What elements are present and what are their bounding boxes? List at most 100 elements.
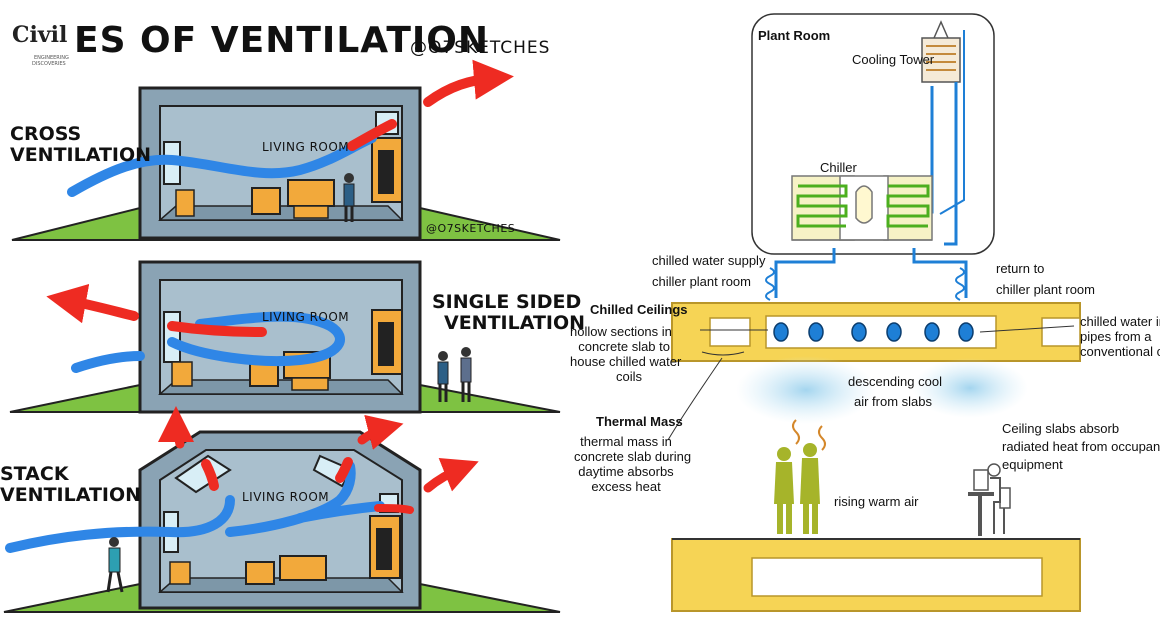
hollow-sections-label: hollow sections in concrete slab to hous… bbox=[570, 324, 682, 384]
logo-subtext-1: ENGINEERING bbox=[34, 55, 69, 61]
cross-label-line-2: VENTILATION bbox=[10, 144, 152, 166]
table-1 bbox=[293, 205, 329, 219]
chiller-coil-left bbox=[796, 184, 848, 228]
exhaust-arrow-3c bbox=[423, 457, 479, 493]
thermal-line-1: thermal mass in bbox=[580, 434, 672, 449]
ceiling-line-1: Ceiling slabs absorb bbox=[1002, 421, 1120, 436]
room-label-3: LIVING ROOM bbox=[242, 490, 330, 504]
warm-air-flow-2 bbox=[167, 321, 267, 337]
skylight-left-3 bbox=[174, 454, 232, 494]
return-pipe bbox=[912, 248, 968, 298]
room-label-1: LIVING ROOM bbox=[262, 140, 350, 154]
pipe-3 bbox=[851, 322, 867, 342]
chilled-ceilings-heading: Chilled Ceilings bbox=[590, 302, 688, 317]
panel-watermark: @O7SKETCHES bbox=[426, 222, 516, 235]
tower-loop-right bbox=[939, 30, 965, 215]
cooling-tower-label: Cooling Tower bbox=[852, 52, 935, 67]
desk-worker bbox=[968, 463, 1011, 536]
exhaust-arrow-3a bbox=[158, 406, 195, 449]
ceiling-slabs-label: Ceiling slabs absorb radiated heat from … bbox=[1002, 420, 1160, 474]
house-inner-2 bbox=[159, 279, 403, 395]
stack-ventilation-label: STACK VENTILATION bbox=[0, 464, 141, 506]
title-text: ES OF VENTILATION bbox=[74, 20, 490, 61]
chiller-label: Chiller bbox=[820, 160, 857, 175]
single-sided-panel bbox=[9, 260, 561, 414]
people-2 bbox=[437, 347, 472, 402]
descending-line-1: descending cool bbox=[848, 374, 942, 389]
sofa-1 bbox=[287, 179, 335, 207]
page-title: TES OF VENTILATION bbox=[74, 20, 489, 61]
upper-slab-hollow-right bbox=[1041, 317, 1081, 347]
cool-air-flow-2 bbox=[71, 311, 345, 373]
sofa-3 bbox=[279, 555, 327, 581]
occupant-2 bbox=[800, 443, 820, 534]
heat-wave-1 bbox=[792, 419, 800, 445]
cool-air-flow-1 bbox=[67, 133, 377, 197]
pipe-6 bbox=[958, 322, 974, 342]
supply-label: chilled water supply chiller plant room bbox=[652, 250, 765, 292]
warm-air-flow-3a bbox=[201, 459, 219, 491]
return-label: return to chiller plant room bbox=[996, 258, 1095, 300]
slab-group bbox=[671, 302, 1081, 612]
tv-screen-3 bbox=[376, 528, 392, 570]
upper-slab-hollow-left bbox=[709, 317, 751, 347]
room-label-2: LIVING ROOM bbox=[262, 310, 350, 324]
lower-slab-hollow bbox=[751, 557, 1043, 597]
warm-air-flow-1 bbox=[347, 119, 397, 151]
stack-ventilation-panel bbox=[3, 406, 561, 613]
thermal-mass-heading: Thermal Mass bbox=[596, 414, 683, 429]
mist-left bbox=[736, 356, 876, 424]
tv-screen-2 bbox=[378, 322, 394, 366]
armchair-1 bbox=[251, 187, 281, 215]
cooling-tower-coil bbox=[926, 45, 956, 71]
hollow-line-1: hollow sections in bbox=[570, 324, 672, 339]
pipes-line-1: chilled water in bbox=[1080, 314, 1160, 329]
cross-label-line-1: CROSS bbox=[10, 123, 82, 145]
warm-air-flow-3c bbox=[374, 504, 414, 514]
stack-label-line-2: VENTILATION bbox=[0, 484, 142, 506]
plant-room-group bbox=[751, 13, 995, 301]
cabinet-1 bbox=[175, 189, 195, 217]
thermal-line-4: excess heat bbox=[591, 479, 661, 494]
chiller-coil-right bbox=[886, 184, 930, 228]
civil-logo: Civil ENGINEERING DISCOVERIES bbox=[8, 22, 70, 74]
thermal-line-3: daytime absorbs bbox=[578, 464, 674, 479]
person-1 bbox=[343, 173, 355, 222]
rising-air-label: rising warm air bbox=[834, 494, 919, 509]
cross-ventilation-panel bbox=[11, 59, 561, 241]
table-2 bbox=[291, 377, 329, 391]
pipes-line-3: conventional chil bbox=[1080, 344, 1160, 359]
supply-coil bbox=[765, 267, 775, 301]
cool-air-flow-3 bbox=[5, 461, 385, 553]
cooling-tower-top bbox=[933, 20, 949, 39]
cross-ventilation-label: CROSS VENTILATION bbox=[10, 124, 151, 166]
tv-screen-1 bbox=[378, 150, 394, 194]
pipe-4 bbox=[886, 322, 902, 342]
exhaust-arrow-2 bbox=[46, 283, 139, 324]
plant-room-label: Plant Room bbox=[758, 28, 831, 43]
pipes-label: chilled water in pipes from a convention… bbox=[1080, 314, 1160, 359]
exhaust-arrow-1 bbox=[423, 59, 514, 107]
warm-air-flow-3b bbox=[335, 457, 353, 483]
armchair-3 bbox=[245, 561, 275, 585]
occupants-group bbox=[774, 419, 1011, 536]
thermal-mass-label: thermal mass in concrete slab during day… bbox=[574, 434, 692, 494]
hollow-line-3: house chilled water bbox=[570, 354, 682, 369]
single-sided-label: SINGLE SIDED VENTILATION bbox=[432, 292, 585, 334]
author-handle: @O7SKETCHES bbox=[410, 38, 551, 58]
occupant-1 bbox=[774, 447, 794, 534]
floor-2 bbox=[158, 379, 404, 395]
supply-line-2: chiller plant room bbox=[652, 274, 751, 289]
pipe-1 bbox=[773, 322, 789, 342]
pipe-5 bbox=[924, 322, 940, 342]
heat-wave-2 bbox=[818, 425, 826, 451]
return-coil bbox=[955, 267, 965, 301]
descending-line-2: air from slabs bbox=[853, 394, 933, 409]
thermal-line-2: concrete slab during bbox=[574, 449, 692, 464]
return-line-1: return to bbox=[996, 261, 1045, 276]
tower-pipe-down bbox=[944, 82, 958, 246]
pipe-2 bbox=[808, 322, 824, 342]
cabinet-2 bbox=[171, 361, 193, 387]
